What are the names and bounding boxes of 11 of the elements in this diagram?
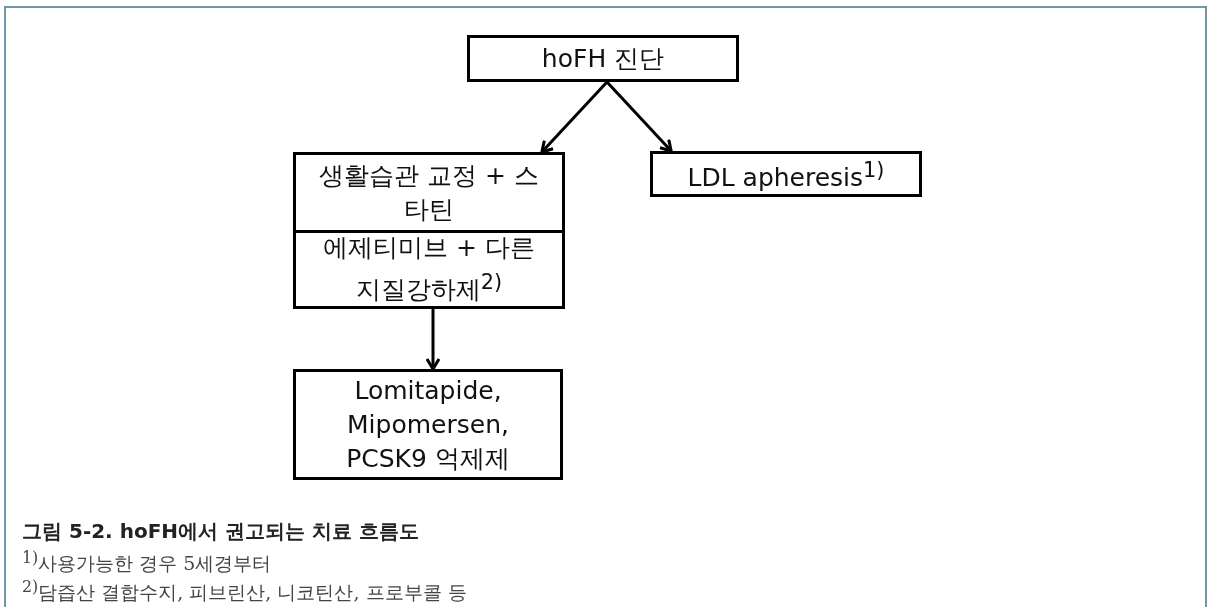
process-box: Lomitapide, Mipomersen, PCSK9 억제제 (293, 369, 563, 480)
arrow (540, 81, 609, 154)
process-box: hoFH 진단 (467, 35, 739, 82)
process-box: 에제티미브 + 다른 지질강하제$^{2)}$ (293, 230, 565, 309)
process-box: LDL apheresis$^{1)}$ (650, 151, 922, 197)
process-box: 생활습관 교정 + 스타틴 (293, 152, 565, 233)
arrow (605, 80, 673, 153)
footnote: $^{1)}$사용가능한 경우 5세경부터 (22, 548, 272, 577)
footnote: $^{2)}$담즙산 결합수지, 피브린산, 니코틴산, 프로부콜 등 (22, 577, 467, 606)
figure-caption: 그림 5-2. hoFH에서 권고되는 치료 흐름도 (22, 518, 419, 545)
arrow (425, 309, 441, 371)
